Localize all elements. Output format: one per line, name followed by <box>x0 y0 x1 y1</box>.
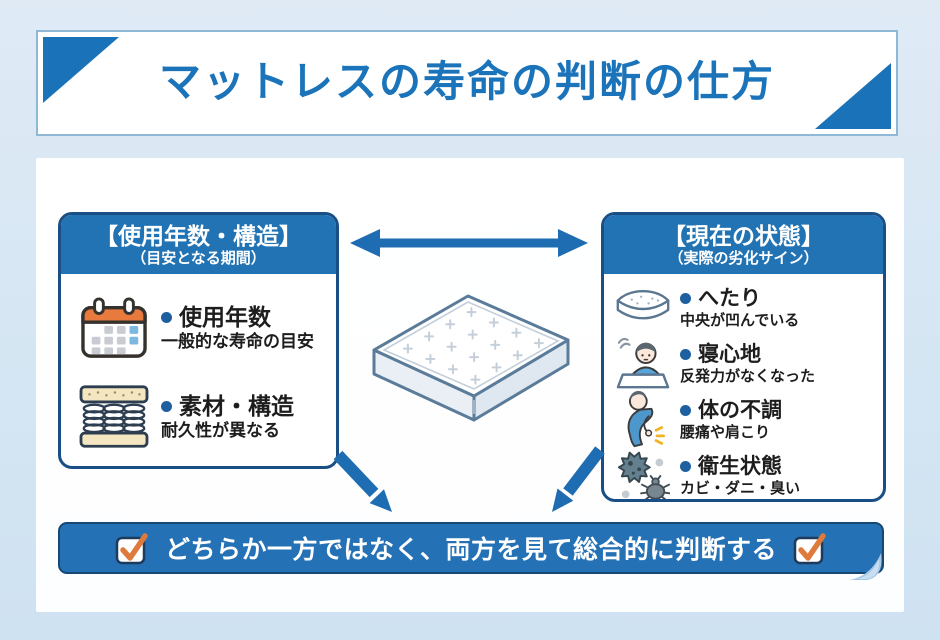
condition-box-header: 【現在の状態】 （実際の劣化サイン） <box>604 215 883 275</box>
main-panel: 【使用年数・構造】 （目安となる期間） <box>36 158 904 612</box>
page-curl-decoration <box>849 553 882 580</box>
item-desc: 反発力がなくなった <box>680 367 816 385</box>
corner-triangle-top-left <box>43 37 119 103</box>
double-headed-arrow <box>350 229 588 257</box>
back-pain-icon <box>614 390 672 449</box>
spring-mattress-icon <box>75 384 153 450</box>
summary-label: どちらか一方ではなく、両方を見て総合的に判断する <box>164 536 777 564</box>
usage-box-header: 【使用年数・構造】 （目安となる期間） <box>61 215 336 275</box>
item-desc: 中央が凹んでいる <box>680 311 800 329</box>
bullet-icon <box>680 460 691 472</box>
bullet-icon <box>680 292 691 304</box>
item-title: 寝心地 <box>698 342 761 366</box>
item-title: 素材・構造 <box>179 392 294 419</box>
summary-bar: どちらか一方ではなく、両方を見て総合的に判断する <box>58 522 884 580</box>
bullet-icon <box>680 348 691 360</box>
calendar-icon <box>75 296 153 360</box>
corner-triangle-bottom-right <box>815 63 891 129</box>
bullet-icon <box>680 404 691 416</box>
list-item-sagging: へたり 中央が凹んでいる <box>604 281 883 334</box>
condition-box-body: へたり 中央が凹んでいる <box>604 274 883 499</box>
condition-box-heading: 【現在の状態】 <box>663 223 824 249</box>
item-desc: カビ・ダニ・臭い <box>680 479 801 497</box>
item-desc: 一般的な寿命の目安 <box>161 332 314 352</box>
usage-box-heading: 【使用年数・構造】 <box>95 223 302 249</box>
title-banner: マットレスの寿命の判断の仕方 <box>36 30 898 136</box>
list-item-comfort: 寝心地 反発力がなくなった <box>604 337 883 390</box>
usage-box-subheading: （目安となる期間） <box>131 250 266 268</box>
germ-mite-icon <box>614 449 672 499</box>
bullet-icon <box>161 312 172 324</box>
item-title: 体の不調 <box>698 398 782 422</box>
checkbox-checked-icon <box>114 531 150 565</box>
list-item-body-trouble: 体の不調 腰痛や肩こり <box>604 390 883 449</box>
item-title: 衛生状態 <box>698 454 782 478</box>
list-item-hygiene: 衛生状態 カビ・ダニ・臭い <box>604 449 883 499</box>
arrow-left-down <box>333 450 392 512</box>
list-item-material-structure: 素材・構造 耐久性が異なる <box>61 384 336 450</box>
condition-box-subheading: （実際の劣化サイン） <box>668 250 819 268</box>
mattress-illustration <box>372 294 570 422</box>
list-item-usage-years: 使用年数 一般的な寿命の目安 <box>61 296 336 360</box>
bullet-icon <box>161 401 172 413</box>
item-desc: 耐久性が異なる <box>161 421 280 441</box>
item-title: へたり <box>698 286 761 310</box>
usage-box-body: 使用年数 一般的な寿命の目安 <box>61 274 336 450</box>
usage-structure-box: 【使用年数・構造】 （目安となる期間） <box>58 212 339 469</box>
arrow-right-down <box>552 446 605 512</box>
title-banner-inner: マットレスの寿命の判断の仕方 <box>43 37 891 129</box>
item-title: 使用年数 <box>179 303 271 330</box>
condition-box: 【現在の状態】 （実際の劣化サイン） <box>601 212 886 502</box>
item-desc: 腰痛や肩こり <box>680 423 771 441</box>
sleeping-person-icon <box>614 336 672 392</box>
page-title: マットレスの寿命の判断の仕方 <box>158 58 775 105</box>
checkbox-checked-icon <box>792 531 828 565</box>
sagging-mattress-icon <box>614 287 672 329</box>
